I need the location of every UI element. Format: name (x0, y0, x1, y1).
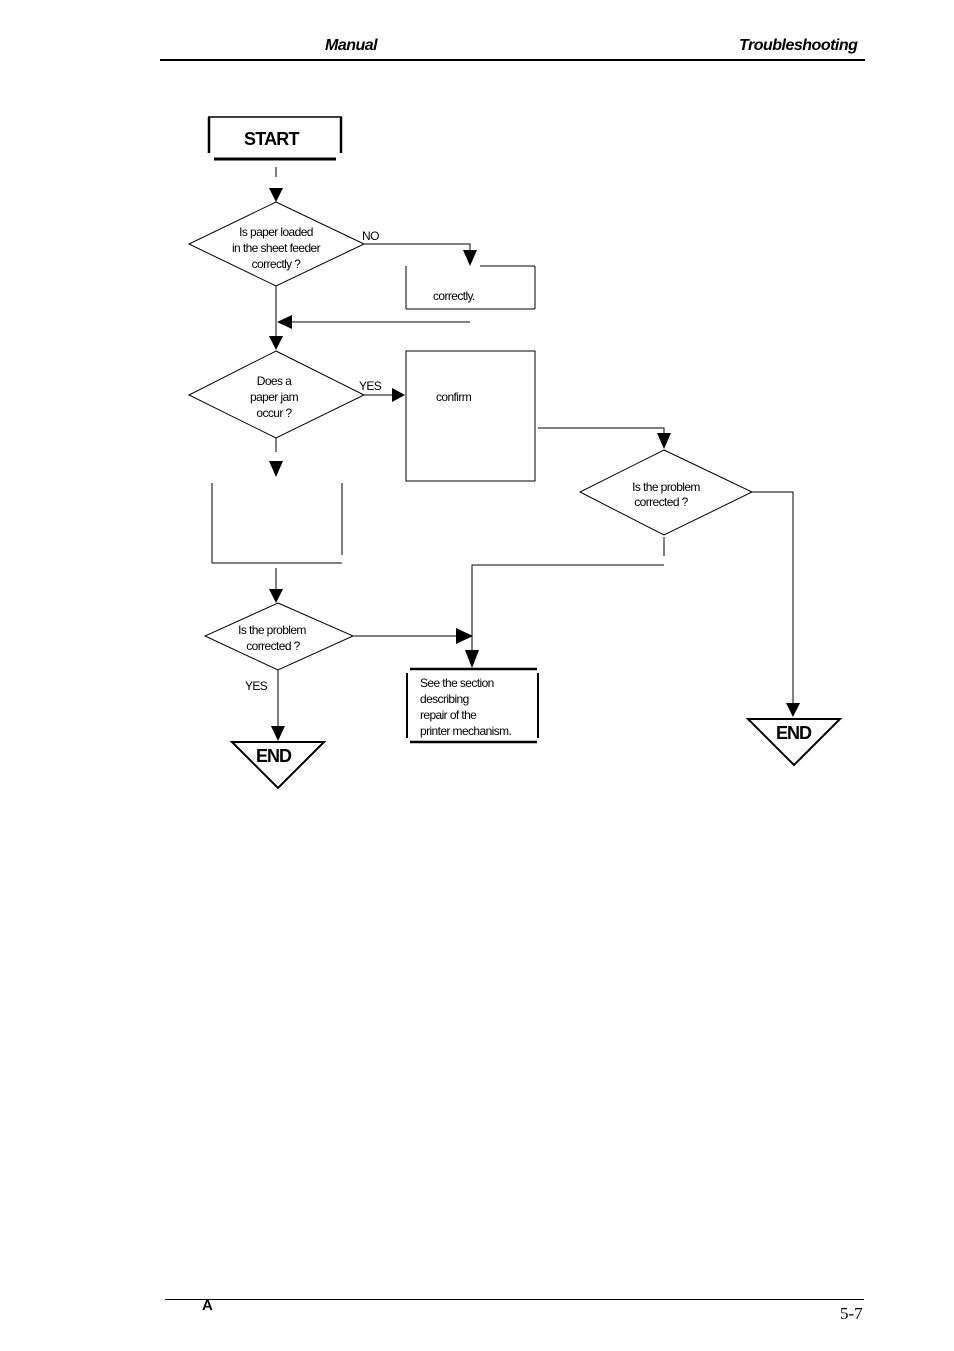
label-yes-jam: YES (359, 379, 382, 393)
see-section-line-3: repair of the (420, 708, 477, 722)
connector-right-to-see-section (465, 537, 665, 668)
connector-no-branch (364, 243, 477, 266)
decision-jam-line-1: Does a (256, 374, 292, 388)
decision-jam-line-2: paper jam (250, 390, 299, 404)
header-manual: Manual (325, 37, 378, 54)
connector-left-to-end (271, 670, 285, 741)
start-label: START (244, 129, 299, 149)
end-right-triangle (745, 718, 843, 767)
decision-loaded-line-1: Is paper loaded (239, 225, 313, 239)
connector-start-to-loaded (269, 167, 283, 202)
label-yes-left: YES (245, 679, 268, 693)
box-load-correctly (405, 265, 536, 310)
box-confirm-text: confirm (436, 390, 472, 404)
box-correctly-text: correctly. (433, 289, 475, 303)
label-no: NO (362, 229, 379, 243)
decision-right-line-1: Is the problem (632, 480, 700, 494)
decision-left-line-2: corrected ? (246, 639, 300, 653)
see-section-line-2: describing (420, 692, 469, 706)
see-section-line-1: See the section (420, 676, 494, 690)
decision-right-line-2: corrected ? (634, 495, 688, 509)
page-number: 5-7 (840, 1304, 863, 1323)
connector-loaded-to-jam (269, 286, 283, 350)
decision-corrected-right (578, 449, 754, 536)
footer-letter: A (202, 1297, 213, 1314)
decision-loaded-line-3: correctly ? (251, 257, 301, 271)
decision-jam-line-3: occur ? (256, 406, 292, 420)
end-left-triangle (229, 741, 327, 790)
connector-action-to-left-decision (269, 568, 283, 603)
box-confirm (405, 350, 536, 482)
connector-yes-jam (364, 388, 405, 402)
connector-confirm-to-right-decision (538, 427, 671, 449)
connector-jam-to-action (269, 438, 283, 477)
header-rule (160, 59, 865, 61)
connector-right-to-end (752, 491, 800, 717)
decision-loaded-line-2: in the sheet feeder (231, 241, 321, 255)
box-clear-jam (211, 483, 343, 564)
connector-left-to-see-section (353, 628, 473, 644)
see-section-line-4: printer mechanism. (420, 724, 512, 738)
end-left-label: END (256, 746, 292, 766)
connector-return-to-trunk (277, 315, 470, 329)
header-troubleshooting: Troubleshooting (739, 37, 858, 54)
footer-rule (165, 1299, 864, 1300)
box-see-section (406, 667, 539, 744)
end-right-label: END (776, 723, 812, 743)
start-box (207, 116, 343, 161)
decision-left-line-1: Is the problem (238, 623, 306, 637)
